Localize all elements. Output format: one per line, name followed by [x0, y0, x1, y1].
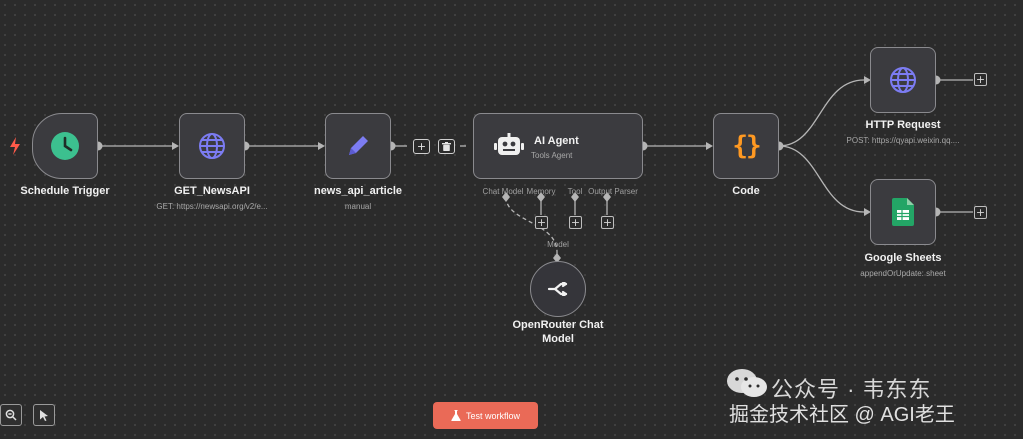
connection-code-sheets	[778, 145, 865, 213]
openrouter-chat-model-node[interactable]	[530, 261, 586, 317]
cursor-icon	[38, 409, 50, 422]
sheets-icon	[892, 198, 914, 226]
connection-code-http	[778, 79, 865, 147]
ai-agent-subtitle: Tools Agent	[531, 151, 573, 160]
openrouter-title-line2: Model	[542, 333, 574, 345]
code-node[interactable]: {}	[713, 113, 779, 179]
watermark-line1: 公众号 · 韦东东	[771, 377, 932, 402]
google-sheets-node[interactable]	[870, 179, 936, 245]
openrouter-icon	[547, 282, 569, 296]
http-request-node[interactable]	[870, 47, 936, 113]
port-memory: Memory	[526, 187, 556, 196]
ai-agent-node[interactable]	[473, 113, 643, 179]
http-request-subtitle: POST: https://qyapi.weixin.qq....	[846, 136, 960, 145]
add-after-sheets-button[interactable]: +	[974, 206, 987, 219]
news-api-article-subtitle: manual	[344, 202, 372, 211]
globe-icon	[888, 65, 918, 95]
cursor-tool-button[interactable]	[33, 404, 55, 426]
add-memory-button[interactable]: +	[535, 216, 548, 229]
delete-connection-button[interactable]	[438, 139, 455, 154]
connection-chatmodel-openrouter	[505, 196, 558, 253]
braces-icon: {}	[732, 131, 761, 161]
test-workflow-label: Test workflow	[465, 410, 520, 421]
http-request-title: HTTP Request	[865, 119, 941, 131]
clock-icon	[50, 131, 80, 161]
add-output-parser-button[interactable]: +	[601, 216, 614, 229]
add-node-edge-button[interactable]: +	[413, 139, 430, 154]
robot-icon	[494, 133, 524, 159]
port-output-parser: Output Parser	[588, 187, 638, 196]
news-api-article-node[interactable]	[325, 113, 391, 179]
flask-icon	[451, 410, 461, 421]
zoom-button[interactable]	[0, 404, 22, 426]
news-api-article-title: news_api_article	[313, 185, 403, 197]
get-newsapi-title: GET_NewsAPI	[174, 185, 250, 197]
port-chat-model: Chat Model	[482, 187, 524, 196]
globe-icon	[197, 131, 227, 161]
test-workflow-button[interactable]: Test workflow	[433, 402, 538, 429]
google-sheets-title: Google Sheets	[864, 252, 942, 264]
pencil-icon	[343, 131, 373, 161]
get-newsapi-node[interactable]	[179, 113, 245, 179]
watermark-line2: 掘金技术社区 @ AGI老王	[729, 404, 955, 426]
openrouter-title-line1: OpenRouter Chat	[512, 319, 604, 331]
code-title: Code	[732, 185, 760, 197]
ai-agent-title: AI Agent	[534, 135, 579, 147]
zoom-icon	[5, 409, 17, 421]
schedule-trigger-title: Schedule Trigger	[20, 185, 110, 197]
port-tool: Tool	[567, 187, 583, 196]
get-newsapi-subtitle: GET: https://newsapi.org/v2/e...	[156, 202, 268, 211]
lightning-icon	[9, 137, 21, 160]
add-tool-button[interactable]: +	[569, 216, 582, 229]
trash-icon	[442, 142, 451, 151]
schedule-trigger-node[interactable]	[32, 113, 98, 179]
google-sheets-subtitle: appendOrUpdate: sheet	[860, 269, 946, 278]
model-port-label: Model	[547, 240, 569, 249]
add-after-http-button[interactable]: +	[974, 73, 987, 86]
wechat-logo	[726, 368, 768, 403]
